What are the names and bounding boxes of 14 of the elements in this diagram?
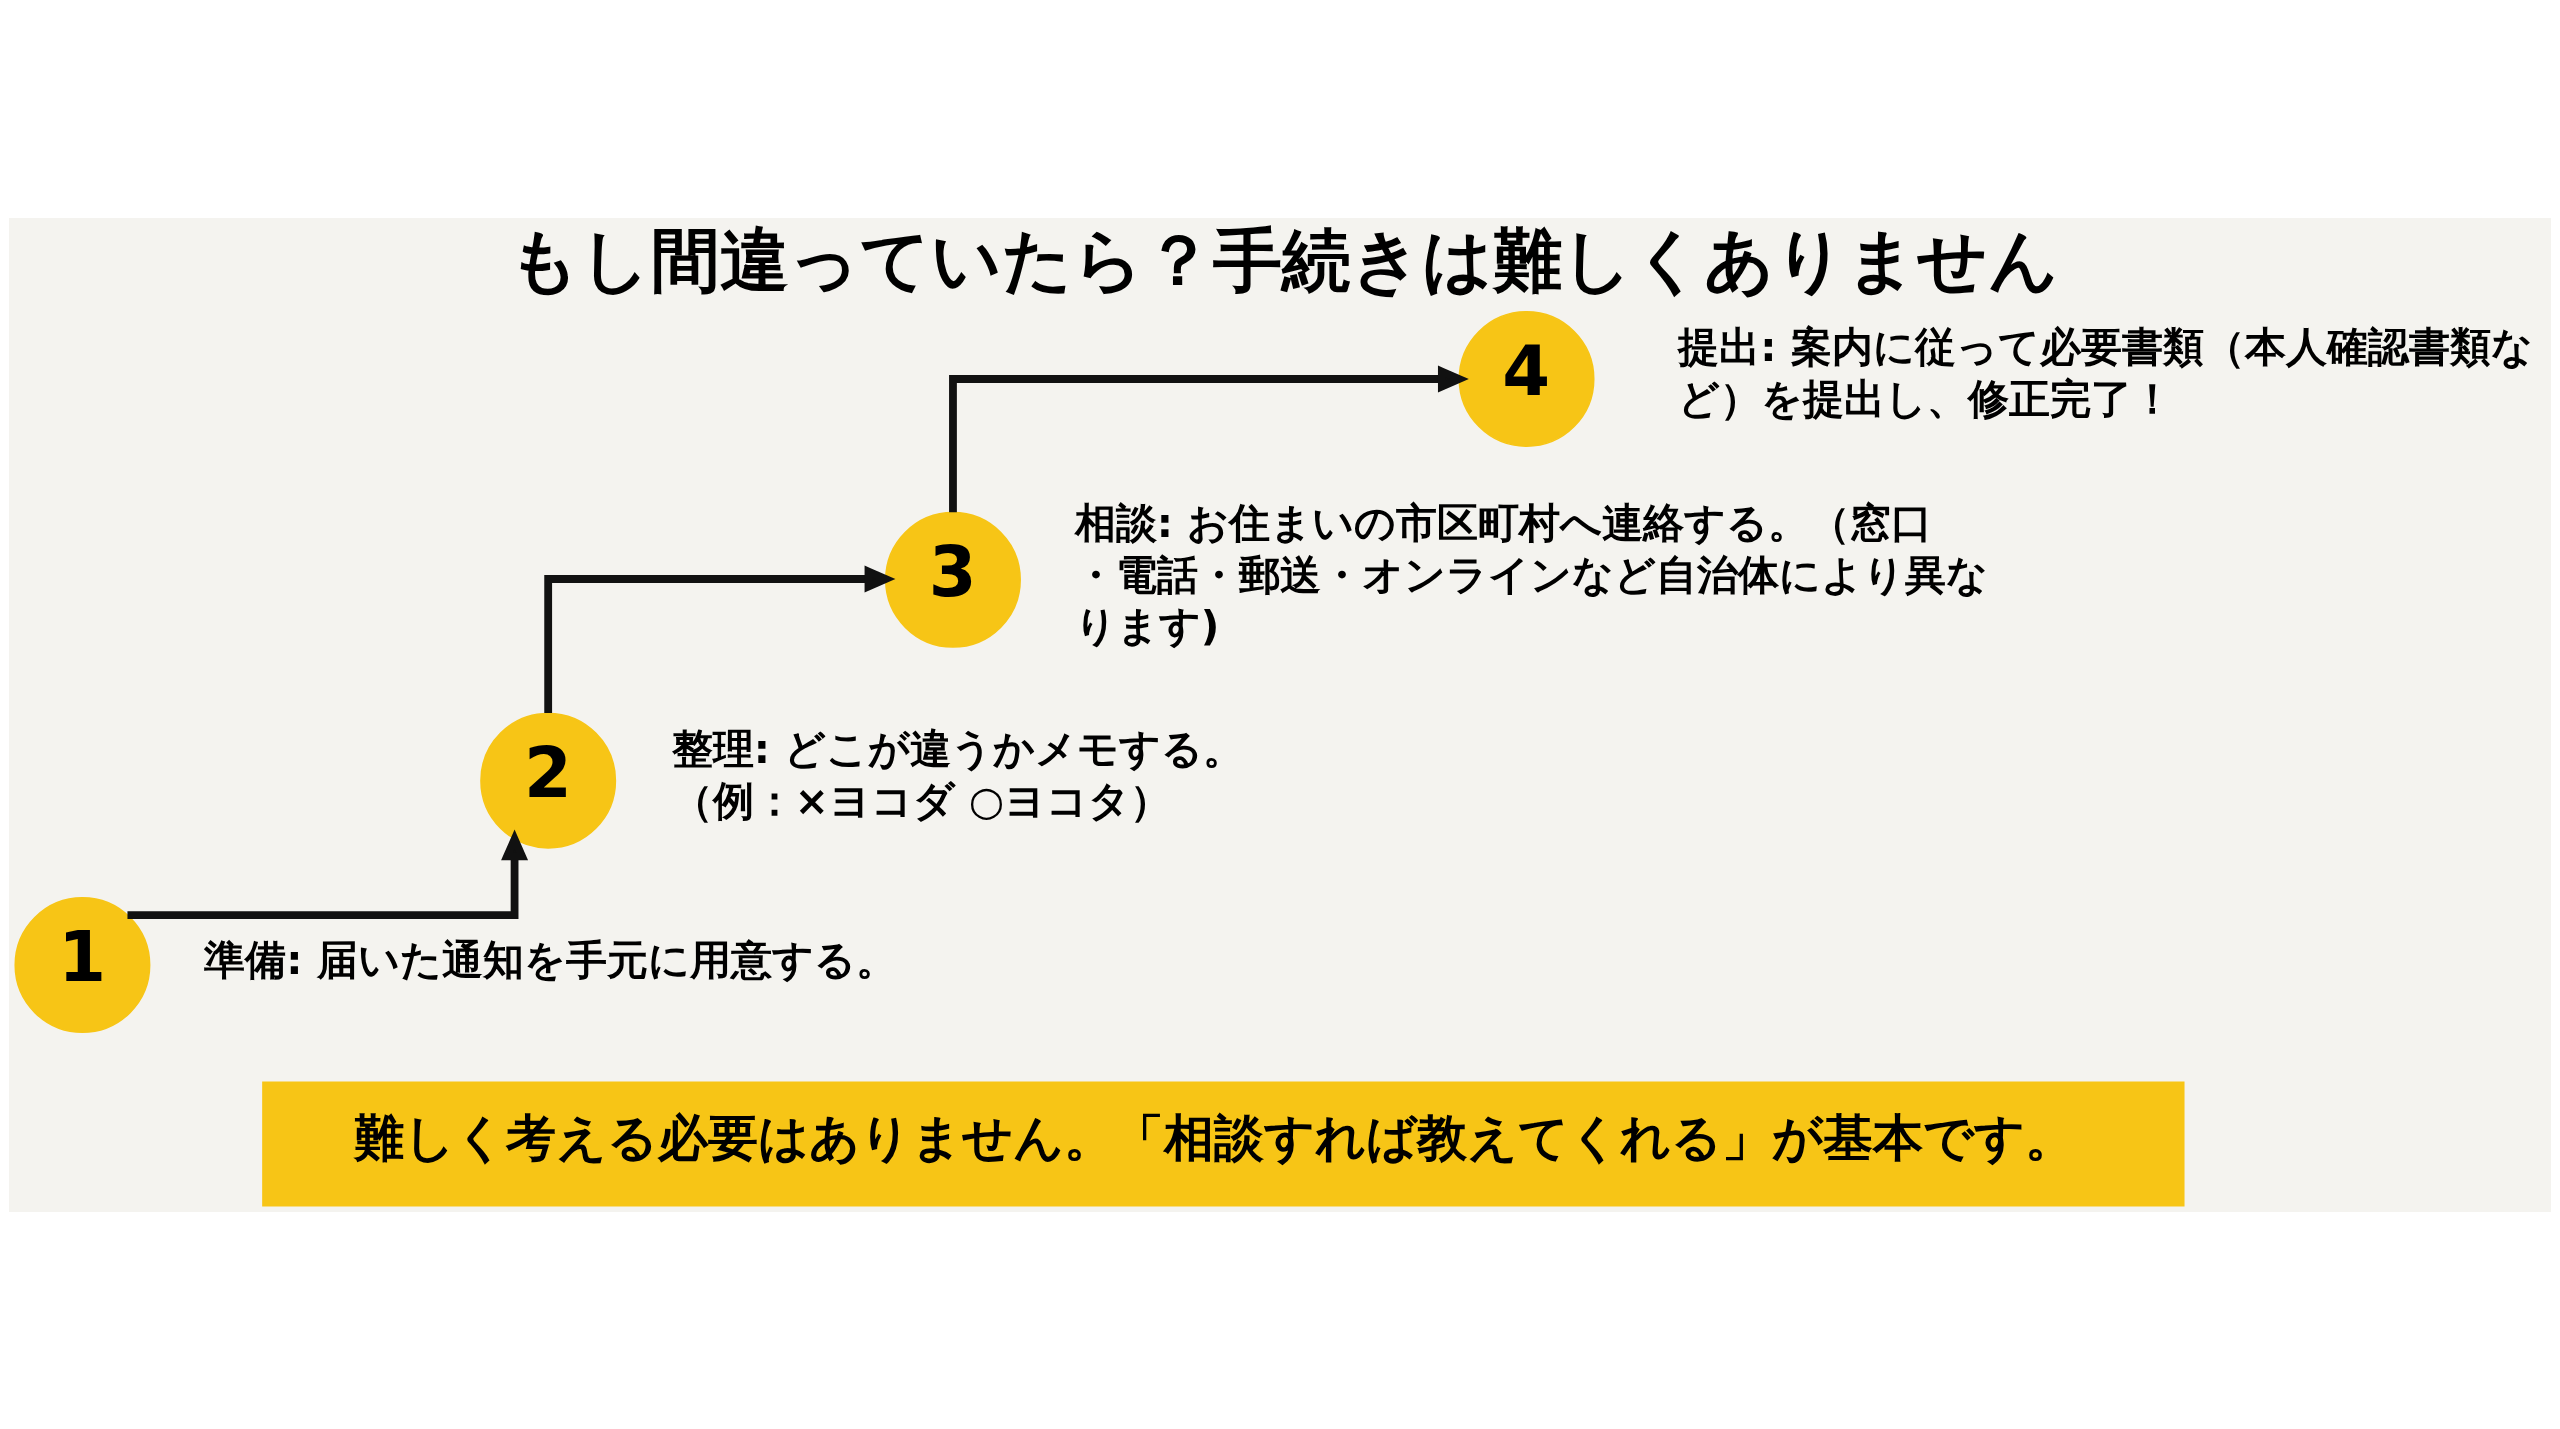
node-label: 整理: どこが違うかメモする。 [671, 724, 1245, 773]
node-label: 提出: 案内に従って必要書類（本人確認書類など）を提出し、修正完了！ [1678, 322, 2533, 423]
node-circle: 3 [885, 511, 1021, 648]
arrow [544, 565, 896, 713]
node-circle: 1 [14, 896, 151, 1033]
node-circle: 2 [480, 712, 617, 849]
arrow [127, 828, 529, 919]
node-box: 難しく考える必要はありません。「相談すれば教えてくれる」が基本です。 [262, 1081, 2185, 1207]
arrow [949, 365, 1469, 512]
node-circle: 4 [1458, 310, 1595, 447]
node-label: （例：×ヨコダ ○ヨコタ） [671, 776, 1172, 825]
node-label: 準備: 届いた通知を手元に用意する。 [204, 935, 897, 984]
node-label: 相談: お住まいの市区町村へ連絡する。（窓口・電話・郵送・オンラインなど自治体により異なります) [1074, 498, 1988, 650]
diagram-title: もし間違っていたら？手続きは難しくありません [509, 219, 2060, 300]
